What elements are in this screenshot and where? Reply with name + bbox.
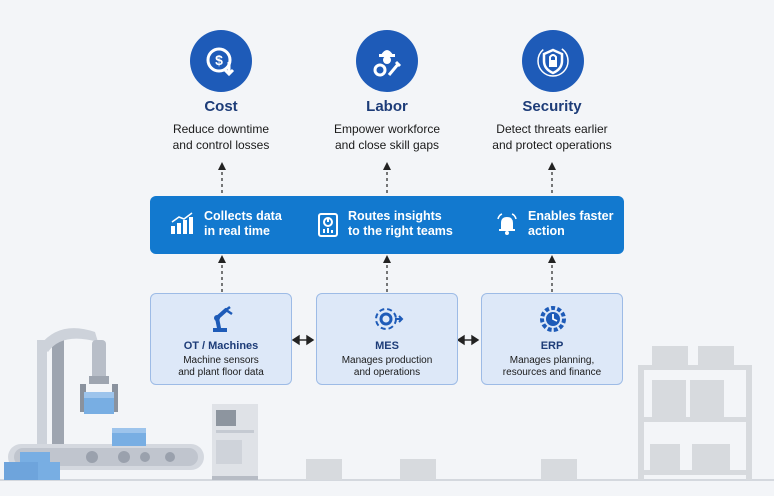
robot-arm-illustration [37, 328, 118, 450]
report-icon [318, 213, 338, 237]
band-label-line1: Collects data [204, 209, 282, 223]
system-title: MES [375, 340, 399, 352]
svg-text:$: $ [215, 52, 223, 68]
labor-icon-circle [356, 30, 418, 92]
bell-icon [497, 213, 517, 235]
gear-clock-icon [540, 306, 566, 332]
security-icon-circle [522, 30, 584, 92]
band-label-line1: Enables faster [528, 209, 614, 223]
band-item-routes-insights: Routes insights to the right teams [318, 209, 453, 239]
cost-icon-circle: $ [190, 30, 252, 92]
system-title: ERP [540, 340, 564, 352]
robot-arm-icon [213, 306, 233, 332]
band-item-enables-action: Enables faster action [496, 209, 613, 239]
pillar-title-cost: Cost [204, 98, 238, 115]
worker-gear-icon [373, 50, 402, 77]
capabilities-band: Collects data in real time Routes insigh… [150, 196, 624, 254]
band-label-line2: in real time [204, 224, 270, 238]
band-label-line2: to the right teams [348, 224, 453, 238]
pillar-title-labor: Labor [366, 98, 408, 115]
shield-lock-icon [537, 45, 569, 77]
system-desc: Manages planning,resources and finance [502, 355, 602, 378]
system-title: OT / Machines [183, 340, 259, 352]
band-label-line1: Routes insights [348, 209, 442, 223]
bar-chart-icon [171, 212, 193, 234]
system-box-erp: ERP Manages planning,resources and finan… [481, 293, 623, 385]
band-item-collects-data: Collects data in real time [170, 209, 282, 239]
band-label-line2: action [528, 224, 565, 238]
dollar-arrow-icon: $ [206, 47, 235, 77]
gear-cycle-icon [375, 308, 404, 330]
pillar-title-security: Security [522, 98, 582, 115]
